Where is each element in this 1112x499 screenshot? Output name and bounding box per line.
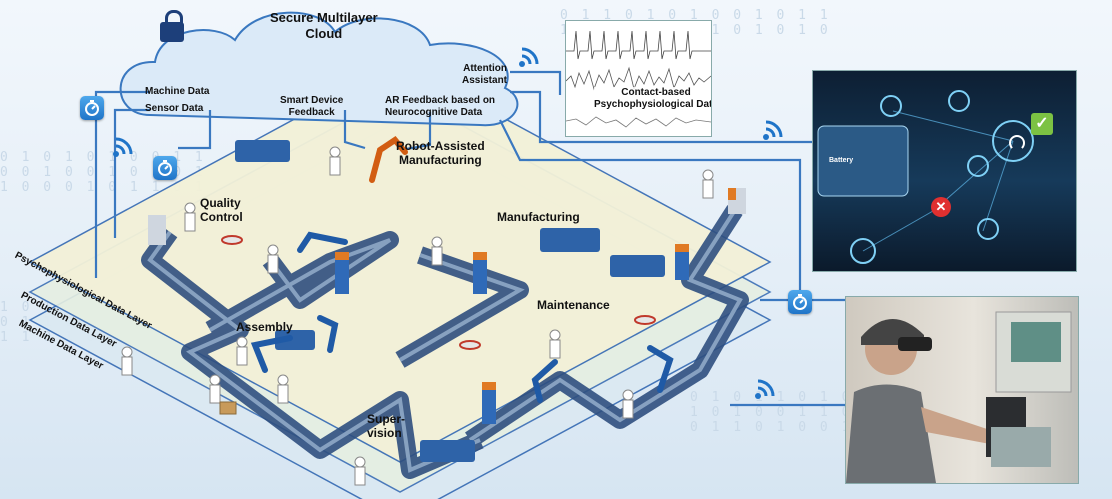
ar-headset-worker-panel xyxy=(845,296,1079,484)
cardboard-box xyxy=(219,401,237,415)
attention-assistant-label: Attention Assistant xyxy=(462,63,508,86)
robot-arms xyxy=(250,231,674,403)
orange-robot xyxy=(369,136,408,183)
battery-label: Battery xyxy=(829,157,854,164)
close-icon: ✕ xyxy=(931,197,951,217)
stations xyxy=(148,188,746,424)
assembly-label: Assembly xyxy=(236,320,293,334)
maintenance-label: Maintenance xyxy=(537,298,610,312)
wifi-icon xyxy=(1009,135,1025,151)
machines xyxy=(235,140,665,462)
wifi-signal-icon xyxy=(755,379,775,399)
ar-feedback-label: AR Feedback based on Neurocognitive Data xyxy=(385,95,496,118)
stopwatch-icon xyxy=(153,156,177,180)
cloud-title: Secure Multilayer Cloud xyxy=(270,10,378,41)
stopwatch-icon xyxy=(80,96,104,120)
drones xyxy=(221,235,656,350)
connection-lines xyxy=(94,70,850,407)
robot-assisted-label: Robot-Assisted Manufacturing xyxy=(396,139,485,167)
secure-cloud xyxy=(119,11,519,127)
lock-icon xyxy=(160,22,184,42)
car-dashboard-panel: ✓ ✕ Battery xyxy=(812,70,1077,272)
lock-shackle xyxy=(165,10,183,27)
supervision-label: Super- vision xyxy=(367,412,406,440)
sensor-data-label: Sensor Data xyxy=(145,103,204,114)
smart-device-feedback-label: Smart Device Feedback xyxy=(280,95,344,118)
chart-caption: Contact-based Psychophysiological Data xyxy=(594,87,711,111)
quality-control-label: Quality Control xyxy=(200,196,243,224)
wifi-signal-icon xyxy=(763,120,783,140)
psychophysiological-chart-panel: Contact-based Psychophysiological Data xyxy=(565,20,712,137)
workers xyxy=(121,146,714,486)
machine-data-label: Machine Data xyxy=(145,86,210,97)
wifi-signal-icon xyxy=(113,137,133,157)
manufacturing-label: Manufacturing xyxy=(497,210,580,224)
check-icon: ✓ xyxy=(1031,113,1053,135)
stopwatch-icon xyxy=(788,290,812,314)
wifi-signal-icon xyxy=(519,47,539,67)
